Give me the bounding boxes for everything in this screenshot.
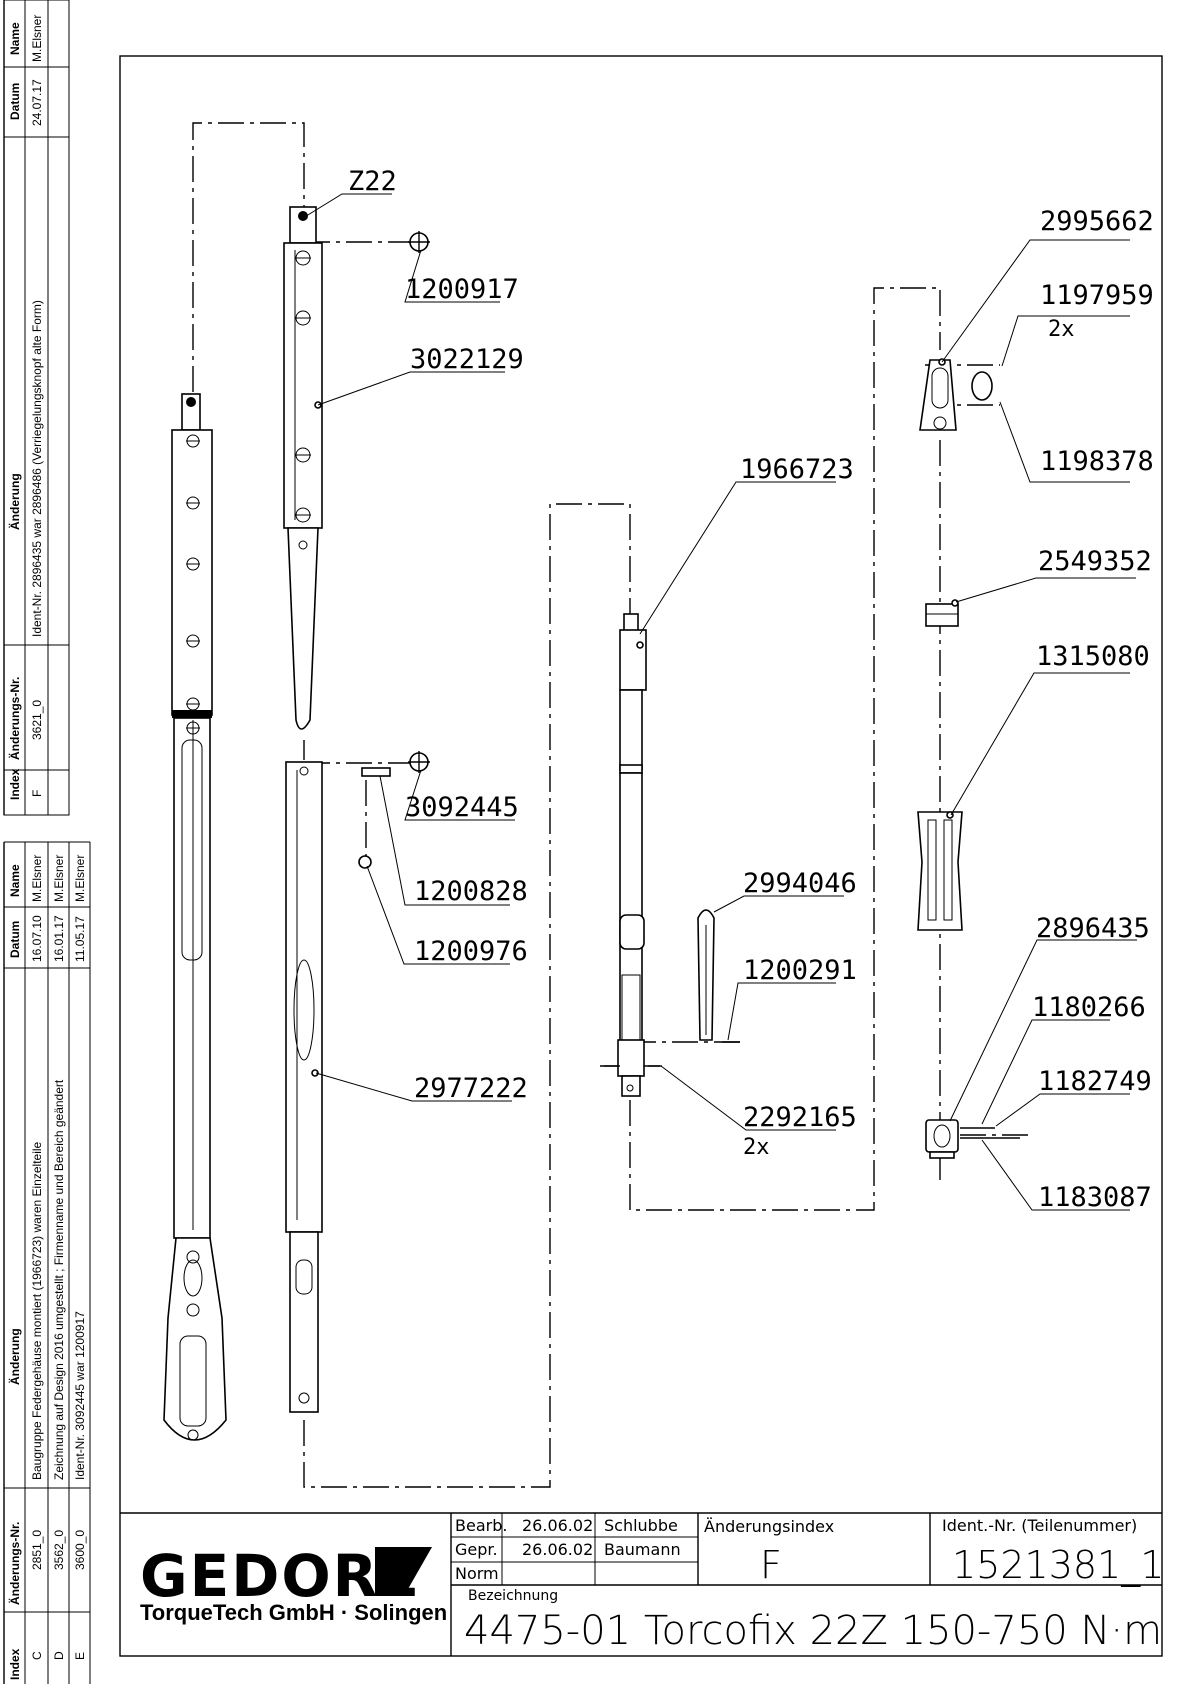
label-1198378: 1198378 bbox=[1040, 446, 1154, 477]
part-3022129-tube bbox=[283, 206, 323, 730]
rev-top-date: 24.07.17 bbox=[30, 79, 44, 126]
company-name: TorqueTech GmbH · Solingen bbox=[140, 1600, 447, 1625]
part-2977222-tube bbox=[285, 761, 323, 1413]
rev-bottom-header-name: Name bbox=[8, 864, 22, 897]
label-1200291: 1200291 bbox=[743, 955, 857, 986]
label-3092445: 3092445 bbox=[405, 792, 519, 823]
label-2995662: 2995662 bbox=[1040, 206, 1154, 237]
rev-top-header-date: Datum bbox=[8, 83, 22, 120]
small-parts-middle bbox=[604, 909, 740, 1067]
aenderungsindex-label: Änderungsindex bbox=[704, 1517, 834, 1536]
small-parts-left bbox=[358, 231, 430, 869]
rev-d-nr: 3562_0 bbox=[52, 1530, 66, 1570]
revision-table-top: Index Änderungs-Nr. Änderung Datum Name … bbox=[3, 0, 70, 816]
part-1966723-mechanism bbox=[617, 613, 647, 1097]
rev-c-index: C bbox=[30, 1651, 44, 1660]
rev-c-nr: 2851_0 bbox=[30, 1530, 44, 1570]
part-2995662-bracket bbox=[919, 358, 993, 431]
bearb-date: 26.06.02 bbox=[522, 1516, 593, 1535]
gepr-label: Gepr. bbox=[455, 1540, 498, 1559]
rev-top-nr: 3621_0 bbox=[30, 700, 44, 740]
drawing-frame bbox=[119, 55, 1163, 1657]
label-2977222: 2977222 bbox=[414, 1073, 528, 1104]
rev-top-header-name: Name bbox=[8, 22, 22, 55]
label-3022129: 3022129 bbox=[410, 344, 524, 375]
revision-table-bottom: Index Änderungs-Nr. Änderung Datum Name … bbox=[3, 841, 91, 1684]
rev-c-name: M.Elsner bbox=[30, 855, 44, 902]
label-1200828: 1200828 bbox=[414, 876, 528, 907]
label-1183087: 1183087 bbox=[1038, 1182, 1152, 1213]
label-1197959: 1197959 bbox=[1040, 280, 1154, 311]
label-z22: Z22 bbox=[348, 166, 397, 197]
label-1315080: 1315080 bbox=[1036, 641, 1150, 672]
part-labels: Z22 1200917 3022129 3092445 1200828 1200… bbox=[348, 166, 1154, 1213]
rev-top-change: Ident-Nr. 2896435 war 2896486 (Verriegel… bbox=[30, 300, 44, 637]
rev-d-change: Zeichnung auf Design 2016 umgestellt ; F… bbox=[52, 1079, 66, 1480]
label-2896435: 2896435 bbox=[1036, 913, 1150, 944]
rev-e-nr: 3600_0 bbox=[73, 1530, 87, 1570]
brand-logo-mark bbox=[375, 1547, 432, 1596]
rev-top-header-change: Änderung bbox=[7, 473, 22, 530]
rev-top-header-nr: Änderungs-Nr. bbox=[7, 677, 22, 760]
label-1197959-qty: 2x bbox=[1048, 317, 1075, 342]
part-1315080-grip bbox=[917, 811, 963, 931]
label-1966723: 1966723 bbox=[740, 454, 854, 485]
part-2896435-knob bbox=[925, 1119, 1020, 1159]
rev-bottom-header-nr: Änderungs-Nr. bbox=[7, 1522, 22, 1605]
drawing-title: 4475-01 Torcofix 22Z 150-750 N·m bbox=[464, 1608, 1162, 1654]
rev-bottom-header-change: Änderung bbox=[7, 1328, 22, 1385]
ident-label: Ident.-Nr. (Teilenummer) bbox=[942, 1516, 1137, 1535]
rev-top-index: F bbox=[30, 790, 44, 797]
label-2549352: 2549352 bbox=[1038, 546, 1152, 577]
label-1200917: 1200917 bbox=[405, 274, 519, 305]
assembled-wrench bbox=[163, 393, 227, 1441]
label-2292165: 2292165 bbox=[743, 1102, 857, 1133]
title-block: GEDORE TorqueTech GmbH · Solingen Bearb.… bbox=[120, 1512, 1164, 1656]
rev-e-index: E bbox=[73, 1652, 87, 1660]
rev-e-name: M.Elsner bbox=[73, 855, 87, 902]
bearb-label: Bearb. bbox=[455, 1516, 507, 1535]
ident-number: 1521381_1 bbox=[952, 1543, 1164, 1588]
norm-label: Norm bbox=[455, 1564, 499, 1583]
label-2292165-qty: 2x bbox=[743, 1135, 770, 1160]
rev-d-date: 16.01.17 bbox=[52, 915, 66, 962]
label-1182749: 1182749 bbox=[1038, 1066, 1152, 1097]
gepr-name: Baumann bbox=[604, 1540, 681, 1559]
rev-e-date: 11.05.17 bbox=[73, 916, 87, 962]
gepr-date: 26.06.02 bbox=[522, 1540, 593, 1559]
rev-bottom-header-date: Datum bbox=[8, 921, 22, 958]
rev-c-date: 16.07.10 bbox=[30, 915, 44, 962]
part-2549352-ring bbox=[925, 599, 959, 627]
bezeichnung-label: Bezeichnung bbox=[468, 1588, 558, 1604]
rev-d-index: D bbox=[52, 1651, 66, 1660]
rev-top-name: M.Elsner bbox=[30, 15, 44, 62]
leader-lines bbox=[302, 193, 1137, 1211]
rev-e-change: Ident-Nr. 3092445 war 1200917 bbox=[73, 1311, 87, 1480]
label-2994046: 2994046 bbox=[743, 868, 857, 899]
aenderungsindex-value: F bbox=[760, 1543, 782, 1587]
rev-top-header-index: Index bbox=[8, 768, 22, 800]
rev-d-name: M.Elsner bbox=[52, 855, 66, 902]
label-1180266: 1180266 bbox=[1032, 992, 1146, 1023]
bearb-name: Schlubbe bbox=[604, 1516, 678, 1535]
brand-logo-text: GEDORE bbox=[140, 1542, 421, 1610]
rev-c-change: Baugruppe Federgehäuse montiert (1966723… bbox=[30, 1141, 44, 1480]
label-1200976: 1200976 bbox=[414, 936, 528, 967]
rev-bottom-header-index: Index bbox=[8, 1648, 22, 1680]
